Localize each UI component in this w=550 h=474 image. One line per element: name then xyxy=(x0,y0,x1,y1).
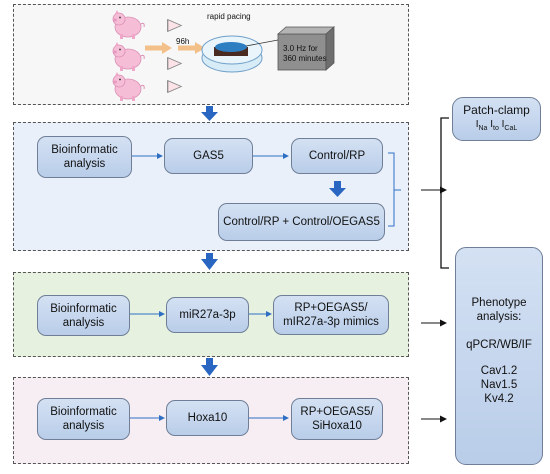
rapid-pacing-caption: rapid pacing xyxy=(207,12,251,21)
down-arrow-icon xyxy=(201,106,346,376)
bioinformatic-analysis-hoxa10: Bioinformatic analysis xyxy=(37,398,130,440)
pacing-arrow xyxy=(145,42,205,54)
rp-oegas5-sihoxa10-node: RP+OEGAS5/ SiHoxa10 xyxy=(291,398,383,440)
pig-icon xyxy=(112,10,145,102)
control-rp-node: Control/RP xyxy=(291,138,383,174)
hoxa10-node: Hoxa10 xyxy=(166,400,249,436)
pacing-device-icon xyxy=(276,26,336,71)
petri-dish-icon xyxy=(201,35,279,73)
phenotype-analysis-box: Phenotype analysis: qPCR/WB/IF Cav1.2 Na… xyxy=(455,247,543,465)
bioinformatic-analysis-gas5: Bioinformatic analysis xyxy=(37,136,132,178)
phenotype-markers: Cav1.2 Nav1.5 Kv4.2 xyxy=(480,365,518,405)
gas5-node: GAS5 xyxy=(164,138,253,174)
phenotype-title: Phenotype analysis: xyxy=(471,297,527,323)
rp-oegas5-mimics-node: RP+OEGAS5/ mIR27a-3p mimics xyxy=(273,295,389,335)
patch-clamp-box: Patch-clamp INa Ito ICaL xyxy=(452,97,541,141)
flask-icon xyxy=(167,18,182,94)
current-ina: INa xyxy=(475,119,488,132)
current-ical: ICaL xyxy=(501,119,518,132)
bioinformatic-analysis-mir27a: Bioinformatic analysis xyxy=(37,295,130,336)
duration-label: 96h xyxy=(176,37,190,46)
patch-clamp-title: Patch-clamp xyxy=(463,103,530,117)
phenotype-methods: qPCR/WB/IF xyxy=(466,339,532,351)
patch-clamp-currents: INa Ito ICaL xyxy=(453,118,540,135)
current-ito: Ito xyxy=(490,119,499,132)
pacing-device-label: 3.0 Hz for 360 minutes xyxy=(283,44,327,63)
control-rp-oegas5-node: Control/RP + Control/OEGAS5 xyxy=(218,203,385,241)
mir27a-node: miR27a-3p xyxy=(166,297,249,333)
